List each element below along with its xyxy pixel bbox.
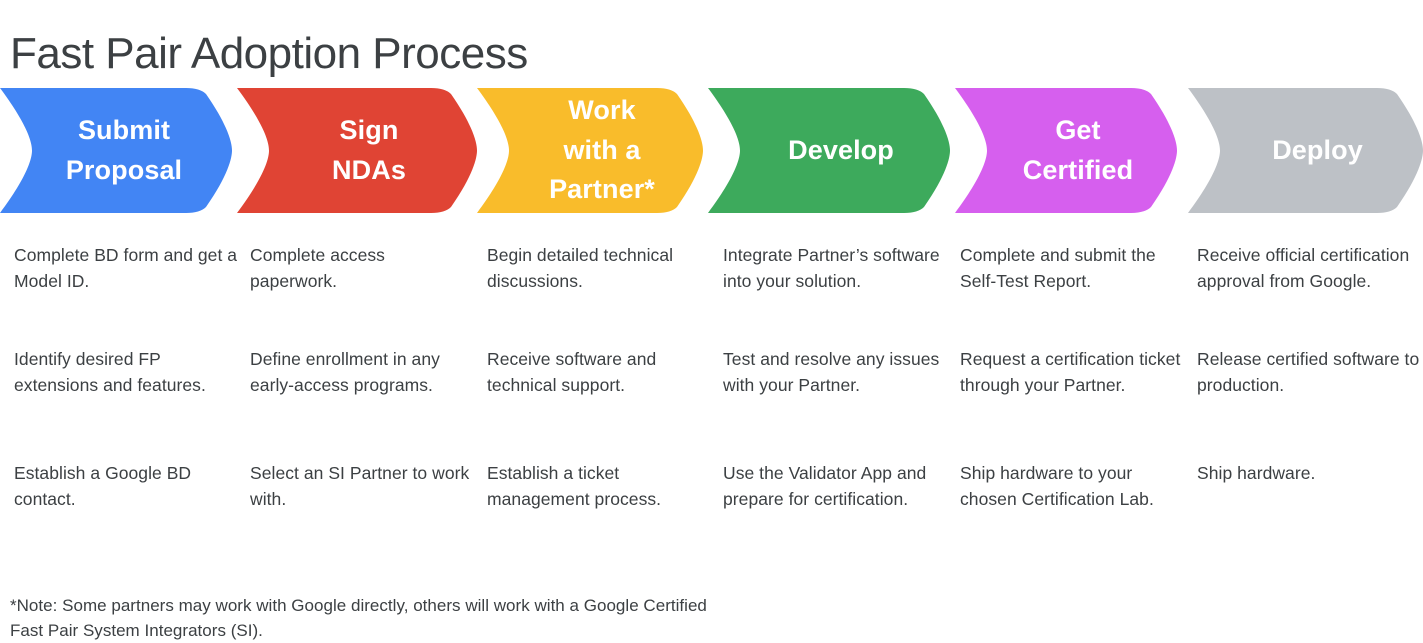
process-step-label-submit-proposal: Submit Proposal <box>65 114 183 185</box>
process-step-label-develop: Develop <box>788 134 894 165</box>
step-detail-item: Identify desired FP extensions and featu… <box>14 349 206 395</box>
process-step-sign-ndas[interactable]: Sign NDAs <box>237 88 477 213</box>
step-detail-item: Complete BD form and get a Model ID. <box>14 245 238 291</box>
step-detail-item: Release certified software to production… <box>1197 349 1420 395</box>
step-detail-item: Complete access paperwork. <box>250 245 385 291</box>
page-title: Fast Pair Adoption Process <box>10 29 528 79</box>
process-step-develop[interactable]: Develop <box>708 88 950 213</box>
process-step-submit-proposal[interactable]: Submit Proposal <box>0 88 232 213</box>
process-columns: Complete BD form and get a Model ID. Iden… <box>0 236 1423 556</box>
step-detail-item: Begin detailed technical discussions. <box>487 245 674 291</box>
step-detail-item: Select an SI Partner to work with. <box>250 463 470 509</box>
process-step-shape-submit-proposal <box>0 88 232 213</box>
process-step-label-deploy: Deploy <box>1272 134 1363 165</box>
process-step-work-with-a-partner[interactable]: Work with a Partner* <box>477 88 703 213</box>
process-step-shape-sign-ndas <box>237 88 477 213</box>
step-detail-item: Ship hardware. <box>1197 463 1316 483</box>
process-step-shape-deploy <box>1188 88 1423 213</box>
step-detail-item: Establish a ticket management process. <box>487 463 662 509</box>
process-step-label-get-certified: Get Certified <box>1022 114 1134 185</box>
process-step-shape-work-with-a-partner <box>477 88 703 213</box>
process-ribbon-band: Submit Proposal Sign NDAs Work with a Part… <box>0 88 1423 213</box>
footnote-note: *Note: Some partners may work with Googl… <box>10 596 707 640</box>
step-detail-item: Test and resolve any issues with your Pa… <box>723 349 940 395</box>
step-detail-item: Ship hardware to your chosen Certificati… <box>960 463 1154 509</box>
process-step-shape-develop <box>708 88 950 213</box>
process-step-label-work-with-a-partner: Work with a Partner* <box>549 94 655 205</box>
step-detail-item: Request a certification ticket through y… <box>960 349 1181 395</box>
process-step-deploy[interactable]: Deploy <box>1188 88 1423 213</box>
process-step-label-sign-ndas: Sign NDAs <box>332 114 406 185</box>
process-step-shape-get-certified <box>955 88 1177 213</box>
step-detail-item: Receive official certification approval … <box>1197 245 1410 291</box>
step-detail-item: Use the Validator App and prepare for ce… <box>723 463 927 509</box>
step-detail-item: Integrate Partner’s software into your s… <box>723 245 940 291</box>
step-detail-item: Complete and submit the Self-Test Report… <box>960 245 1156 291</box>
step-detail-item: Establish a Google BD contact. <box>14 463 192 509</box>
step-detail-item: Define enrollment in any early-access pr… <box>250 349 440 395</box>
process-step-get-certified[interactable]: Get Certified <box>955 88 1177 213</box>
step-detail-item: Receive software and technical support. <box>487 349 657 395</box>
